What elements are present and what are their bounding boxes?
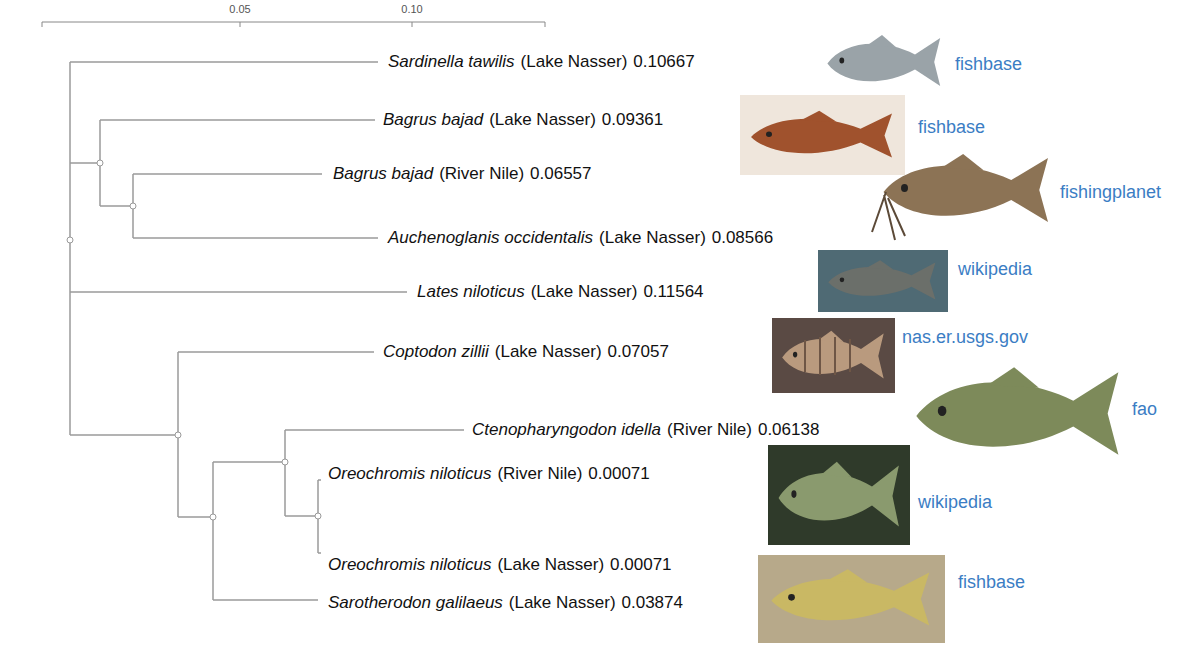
species-name: Oreochromis niloticus: [328, 555, 491, 575]
fish-picture: [818, 250, 948, 312]
location-name: (Lake Nasser): [495, 342, 602, 362]
branch-node-dot: [175, 432, 181, 438]
scale-bar: [42, 22, 545, 23]
tip-label-row: Oreochromis niloticus (River Nile) 0.00071: [328, 464, 650, 484]
fish-picture: [771, 569, 929, 625]
species-name: Ctenopharyngodon idella: [472, 420, 661, 440]
tip-label-row: Coptodon zillii (Lake Nasser)0.07057: [383, 342, 669, 362]
source-label: fishbase: [918, 117, 985, 139]
species-name: Sardinella tawilis: [388, 52, 515, 72]
tree-branch: [178, 462, 213, 600]
distance-value: 0.03874: [622, 593, 683, 613]
tip-label-row: Auchenoglanis occidentalis (Lake Nasser) 0…: [388, 228, 773, 248]
distance-value: 0.00071: [588, 464, 649, 484]
species-name: Oreochromis niloticus: [328, 464, 491, 484]
tip-label-row: Sarotherodon galilaeus (Lake Nasser) 0.038…: [328, 593, 683, 613]
source-label: fao: [1132, 399, 1157, 421]
tree-branch: [285, 429, 464, 431]
location-name: (Lake Nasser): [497, 555, 604, 575]
distance-value: 0.07057: [607, 342, 668, 362]
tree-branch: [178, 351, 374, 353]
tip-label-row: Bagrus bajad (Lake Nasser) 0.09361: [383, 110, 663, 130]
branch-node-dot: [282, 459, 288, 465]
tree-branch: [70, 62, 464, 600]
distance-value: 0.00071: [610, 555, 671, 575]
branch-node-dot: [97, 160, 103, 166]
scale-label: 0.10: [401, 3, 422, 16]
location-name: (Lake Nasser): [521, 52, 628, 72]
species-name: Coptodon zillii: [383, 342, 489, 362]
fish-picture: [740, 35, 1118, 643]
fish-picture: [768, 445, 910, 545]
tree-branch: [70, 120, 100, 206]
scale-label: 0.05: [229, 3, 250, 16]
branch-node-dot: [315, 513, 321, 519]
location-name: (River Nile): [497, 464, 582, 484]
fish-picture: [740, 95, 905, 175]
fish-picture: [872, 192, 905, 240]
source-label: nas.er.usgs.gov: [902, 327, 1028, 349]
distance-value: 0.06138: [758, 420, 819, 440]
species-name: Lates niloticus: [417, 282, 525, 302]
tree-branch: [100, 119, 375, 121]
location-name: (Lake Nasser): [509, 593, 616, 613]
distance-value: 0.06557: [530, 164, 591, 184]
scale-bar: [42, 22, 545, 27]
tree-branch: [133, 237, 378, 239]
tree-branch: [213, 430, 285, 516]
distance-value: 0.11564: [643, 282, 703, 302]
tree-branch: [70, 61, 378, 63]
fish-picture: [758, 555, 945, 643]
tip-label-row: Oreochromis niloticus (Lake Nasser) 0.0007…: [328, 555, 672, 575]
fish-picture: [916, 367, 1118, 455]
species-name: Sarotherodon galilaeus: [328, 593, 503, 613]
branch-node-dot: [67, 160, 321, 520]
fish-picture: [805, 337, 850, 375]
tip-label-row: Sardinella tawilis (Lake Nasser)0.10667: [388, 52, 695, 72]
distance-value: 0.09361: [602, 110, 663, 130]
tree-branch: [70, 352, 178, 517]
tree-branch: [100, 174, 133, 238]
species-name: Bagrus bajad: [383, 110, 483, 130]
source-label: wikipedia: [958, 259, 1032, 281]
fish-picture: [779, 462, 899, 527]
tip-label-row: Lates niloticus (Lake Nasser)0.11564: [417, 282, 704, 302]
location-name: (Lake Nasser): [599, 228, 706, 248]
species-name: Auchenoglanis occidentalis: [388, 228, 593, 248]
location-name: (River Nile): [439, 164, 524, 184]
fish-picture: [751, 111, 892, 158]
tree-branch: [285, 480, 318, 553]
location-name: (Lake Nasser): [489, 110, 596, 130]
distance-value: 0.10667: [633, 52, 694, 72]
tip-label-row: Ctenopharyngodon idella (River Nile) 0.061…: [472, 420, 819, 440]
source-label: fishingplanet: [1060, 182, 1161, 204]
source-label: wikipedia: [918, 492, 992, 514]
branch-node-dot: [67, 237, 73, 243]
tree-branch: [213, 599, 318, 601]
tip-label-row: Bagrus bajad (River Nile) 0.06557: [333, 164, 592, 184]
tree-branch: [133, 173, 322, 175]
fish-picture: [828, 260, 935, 299]
scale-bar: [42, 22, 545, 27]
location-name: (Lake Nasser): [531, 282, 638, 302]
fish-picture: [782, 331, 884, 379]
distance-value: 0.08566: [712, 228, 773, 248]
branch-node-dot: [130, 203, 136, 209]
tree-branch: [69, 62, 71, 435]
fish-picture: [772, 318, 895, 393]
fish-picture: [827, 35, 940, 86]
tree-branch: [70, 291, 407, 293]
location-name: (River Nile): [667, 420, 752, 440]
branch-node-dot: [210, 514, 216, 520]
source-label: fishbase: [955, 54, 1022, 76]
species-name: Bagrus bajad: [333, 164, 433, 184]
source-label: fishbase: [958, 572, 1025, 594]
fish-picture: [884, 154, 1049, 222]
